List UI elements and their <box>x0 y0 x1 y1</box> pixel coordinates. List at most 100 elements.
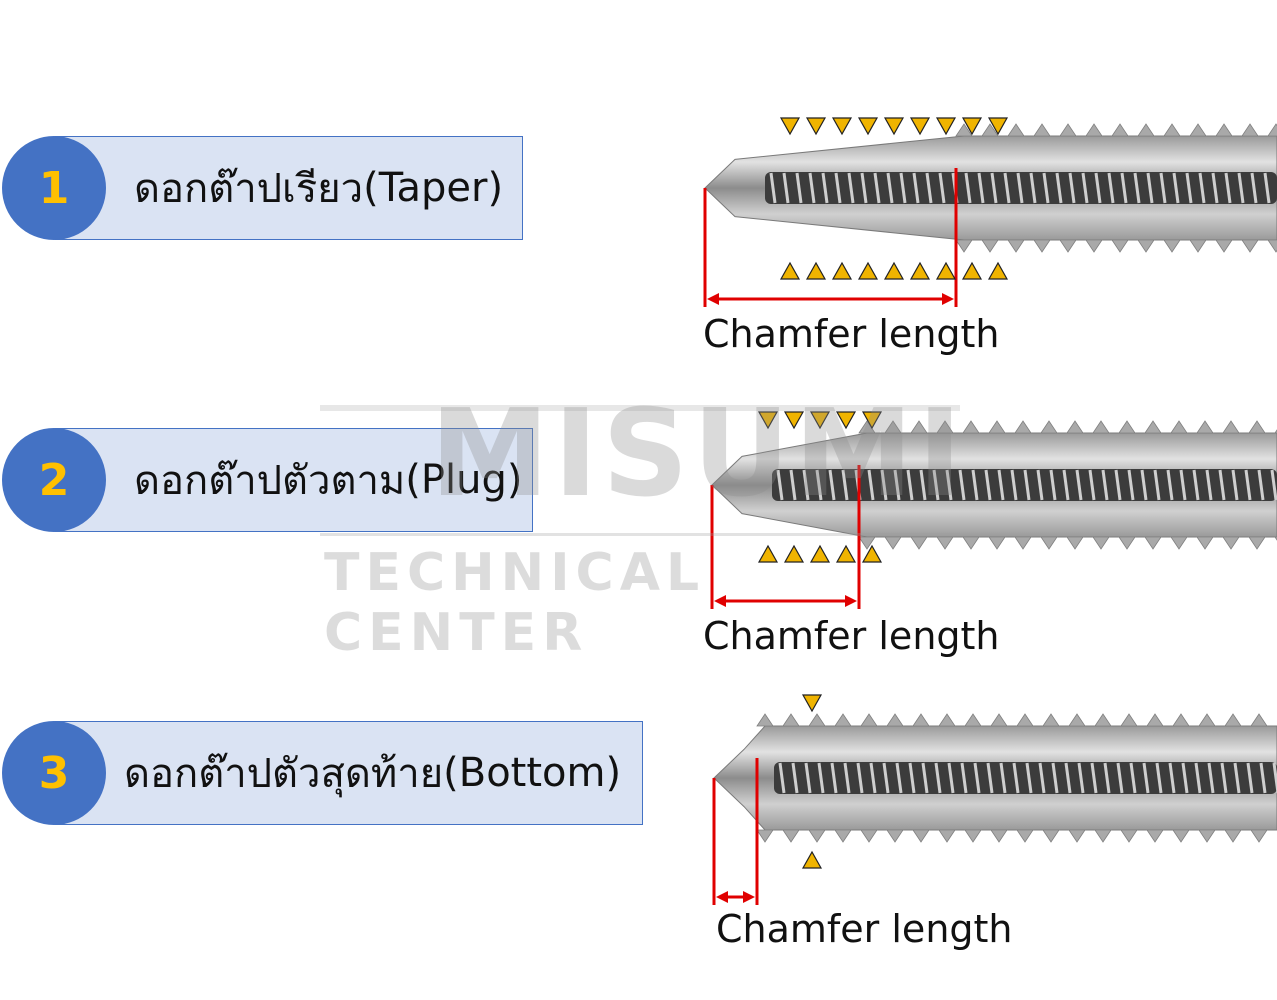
chamfer-caption-plug: Chamfer length <box>703 614 1000 658</box>
thread-tooth <box>955 239 973 253</box>
flute-ridge <box>1129 762 1137 794</box>
chamfer-marker-bottom-plug <box>861 544 883 563</box>
flute-ridge <box>899 172 907 204</box>
flute-ridge <box>769 172 777 204</box>
flute-ridge <box>1081 172 1089 204</box>
flute-ridge <box>1159 172 1167 204</box>
flute-ridge <box>1146 172 1154 204</box>
chamfer-marker-top-taper <box>987 117 1009 136</box>
flute-ridge <box>1055 172 1063 204</box>
flute-ridge <box>1181 762 1189 794</box>
flute-ridge <box>893 469 901 501</box>
chamfer-marker-bottom-taper <box>779 261 801 280</box>
flute-ridge <box>1237 172 1245 204</box>
dimension-arrow-right-bottom <box>743 891 755 903</box>
chamfer-marker-top-plug <box>757 411 779 430</box>
flute-ridge <box>1192 469 1200 501</box>
label-text-taper: ดอกต๊าปเรียว(Taper) <box>134 137 503 239</box>
label-box-plug: ดอกต๊าปตัวตาม(Plug) <box>55 428 533 532</box>
thread-tooth <box>1092 420 1110 434</box>
flute-ridge <box>1120 172 1128 204</box>
thread-tooth <box>1111 123 1129 137</box>
thread-tooth <box>1267 239 1277 253</box>
flute-ridge <box>1233 762 1241 794</box>
thread-tooth <box>1120 713 1138 727</box>
chamfer-marker-bottom-taper <box>987 261 1009 280</box>
thread-tooth <box>1033 123 1051 137</box>
flute-ridge <box>1185 172 1193 204</box>
chamfer-caption-taper: Chamfer length <box>703 312 1000 356</box>
flute-ridge <box>1025 762 1033 794</box>
thread-tooth <box>886 829 904 843</box>
thread-tooth <box>1222 420 1240 434</box>
thread-tooth <box>756 713 774 727</box>
flute-ridge <box>804 762 812 794</box>
chamfer-marker-top-taper <box>857 117 879 136</box>
flute-ridge <box>1194 762 1202 794</box>
thread-tooth <box>1094 713 1112 727</box>
label-text-bottom: ดอกต๊าปตัวสุดท้าย(Bottom) <box>124 722 621 824</box>
flute-ridge <box>945 469 953 501</box>
label-thai-bottom: ดอกต๊าปตัวสุดท้าย <box>124 751 444 797</box>
thread-tooth <box>1144 420 1162 434</box>
thread-tooth <box>858 536 876 550</box>
label-text-plug: ดอกต๊าปตัวตาม(Plug) <box>134 429 522 531</box>
chamfer-marker-bottom-taper <box>805 261 827 280</box>
thread-tooth <box>1189 239 1207 253</box>
chamfer-marker-top-bottom <box>801 694 823 713</box>
flute-ridge <box>925 172 933 204</box>
flute-ridge <box>1107 172 1115 204</box>
dimension-arrow-right-plug <box>845 595 857 607</box>
chamfer-marker-top-plug <box>783 411 805 430</box>
thread-tooth <box>1196 420 1214 434</box>
flute-ridge <box>921 762 929 794</box>
thread-tooth <box>808 713 826 727</box>
flute-ridge <box>1090 762 1098 794</box>
chamfer-marker-bottom-plug <box>783 544 805 563</box>
label-box-bottom: ดอกต๊าปตัวสุดท้าย(Bottom) <box>55 721 643 825</box>
flute-ridge <box>990 172 998 204</box>
flute-ridge <box>843 762 851 794</box>
thread-tooth <box>1007 239 1025 253</box>
flute-ridge <box>1142 762 1150 794</box>
flute-ridge <box>1094 172 1102 204</box>
dimension-arrow-right-taper <box>942 293 954 305</box>
chamfer-marker-top-taper <box>935 117 957 136</box>
chamfer-marker-bottom-plug <box>809 544 831 563</box>
flute-ridge <box>1010 469 1018 501</box>
flute-ridge <box>778 762 786 794</box>
label-box-taper: ดอกต๊าปเรียว(Taper) <box>55 136 523 240</box>
thread-tooth <box>912 713 930 727</box>
thread-tooth <box>1016 829 1034 843</box>
thread-tooth <box>962 420 980 434</box>
flute-ridge <box>860 172 868 204</box>
dimension-arrow-left-plug <box>714 595 726 607</box>
thread-tooth <box>990 829 1008 843</box>
flute-ridge <box>1224 172 1232 204</box>
flute-ridge <box>932 469 940 501</box>
thread-tooth <box>1189 123 1207 137</box>
flute-ridge <box>912 172 920 204</box>
thread-tooth <box>1085 239 1103 253</box>
label-thai-taper: ดอกต๊าปเรียว <box>134 166 364 212</box>
thread-tooth <box>808 829 826 843</box>
chamfer-marker-bottom-bottom <box>801 850 823 869</box>
thread-tooth <box>1250 829 1268 843</box>
chamfer-marker-top-plug <box>861 411 883 430</box>
thread-tooth <box>1042 829 1060 843</box>
thread-tooth <box>1267 123 1277 137</box>
chamfer-marker-bottom-taper <box>909 261 931 280</box>
chamfer-marker-bottom-taper <box>961 261 983 280</box>
thread-tooth <box>964 713 982 727</box>
thread-tooth <box>981 239 999 253</box>
label-en-bottom: (Bottom) <box>443 750 622 796</box>
thread-tooth <box>1016 713 1034 727</box>
flute-ridge <box>1207 762 1215 794</box>
flute-ridge <box>795 172 803 204</box>
label-en-plug: (Plug) <box>405 457 523 503</box>
flute-ridge <box>906 469 914 501</box>
thread-tooth <box>1111 239 1129 253</box>
flute-ridge <box>834 172 842 204</box>
flute-ridge <box>1168 762 1176 794</box>
flute-ridge <box>1272 762 1277 794</box>
